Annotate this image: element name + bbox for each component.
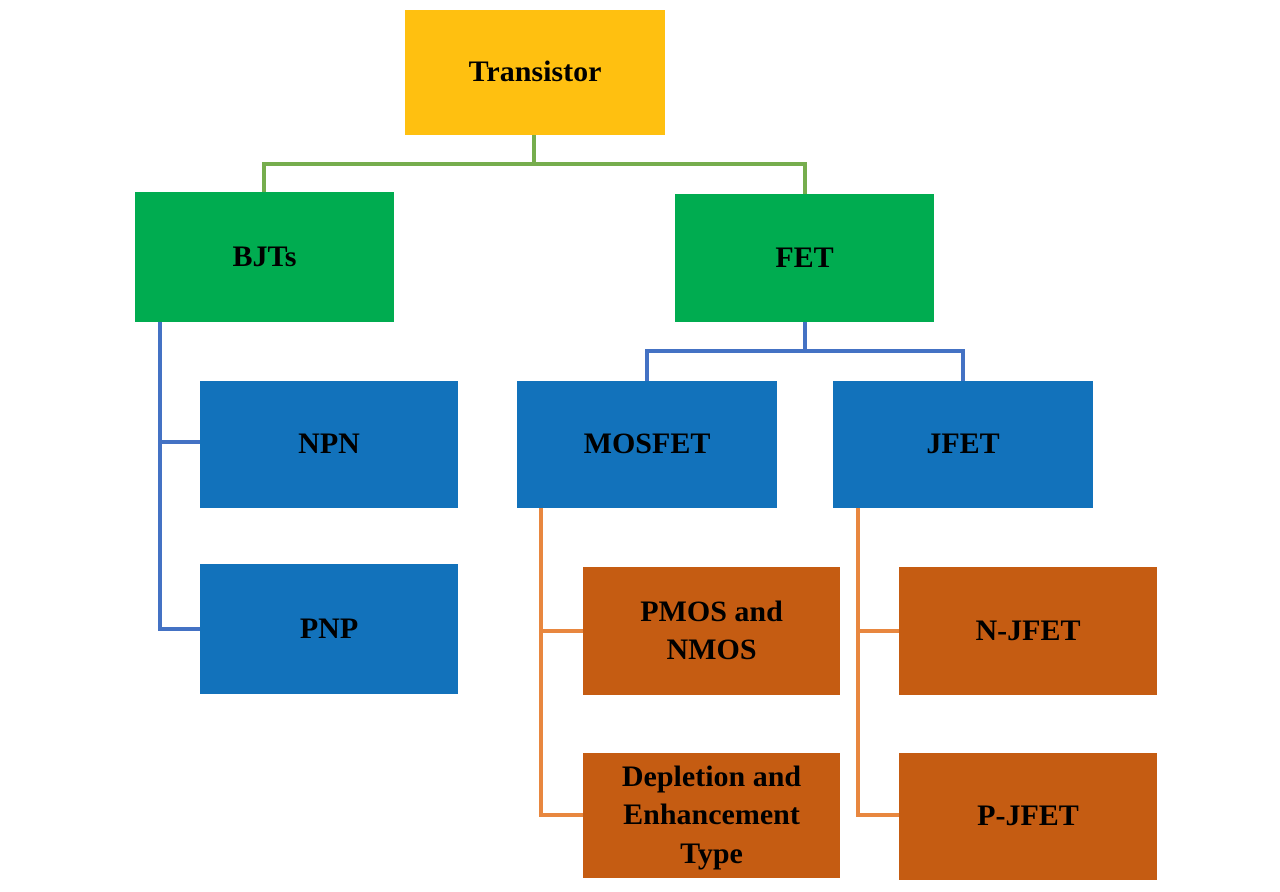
node-jfet: JFET	[833, 381, 1093, 508]
node-mosfet: MOSFET	[517, 381, 777, 508]
connector-drop-jfet	[961, 349, 965, 381]
connector-mosfet-stem	[539, 508, 543, 817]
node-transistor: Transistor	[405, 10, 665, 135]
connector-stub-npn	[158, 440, 200, 444]
node-depletion-and-enhancement-type: Depletion and Enhancement Type	[583, 753, 840, 878]
node-n-jfet: N-JFET	[899, 567, 1157, 695]
connector-fet-horizontal	[645, 349, 965, 353]
node-pmos-and-nmos: PMOS and NMOS	[583, 567, 840, 695]
connector-bjts-stem	[158, 322, 162, 631]
connector-transistor-stem	[532, 135, 536, 166]
node-fet: FET	[675, 194, 934, 322]
node-pnp-label: PNP	[299, 611, 359, 645]
connector-stub-depletion-enhancement	[539, 813, 583, 817]
connector-stub-pnp	[158, 627, 200, 631]
connector-jfet-stem	[856, 508, 860, 817]
connector-drop-bjts	[262, 162, 266, 192]
connector-fet-stem	[803, 322, 807, 353]
connector-stub-p-jfet	[856, 813, 899, 817]
connector-drop-mosfet	[645, 349, 649, 381]
node-mosfet-label: MOSFET	[583, 427, 711, 461]
node-depletion-and-enhancement-type-label: Depletion and Enhancement Type	[621, 760, 802, 870]
node-pmos-and-nmos-label: PMOS and NMOS	[640, 594, 783, 666]
node-npn-label: NPN	[298, 427, 360, 461]
node-bjts-label: BJTs	[232, 239, 297, 273]
connector-level1-horizontal	[262, 162, 807, 166]
node-n-jfet-label: N-JFET	[975, 613, 1081, 647]
node-bjts: BJTs	[135, 192, 394, 322]
node-jfet-label: JFET	[926, 427, 1000, 461]
node-p-jfet: P-JFET	[899, 753, 1157, 880]
connector-drop-fet	[803, 162, 807, 194]
node-p-jfet-label: P-JFET	[977, 799, 1079, 833]
node-npn: NPN	[200, 381, 458, 508]
node-transistor-label: Transistor	[468, 55, 602, 89]
connector-stub-n-jfet	[856, 629, 899, 633]
node-fet-label: FET	[775, 240, 834, 274]
connector-stub-pmos-nmos	[539, 629, 583, 633]
node-pnp: PNP	[200, 564, 458, 694]
